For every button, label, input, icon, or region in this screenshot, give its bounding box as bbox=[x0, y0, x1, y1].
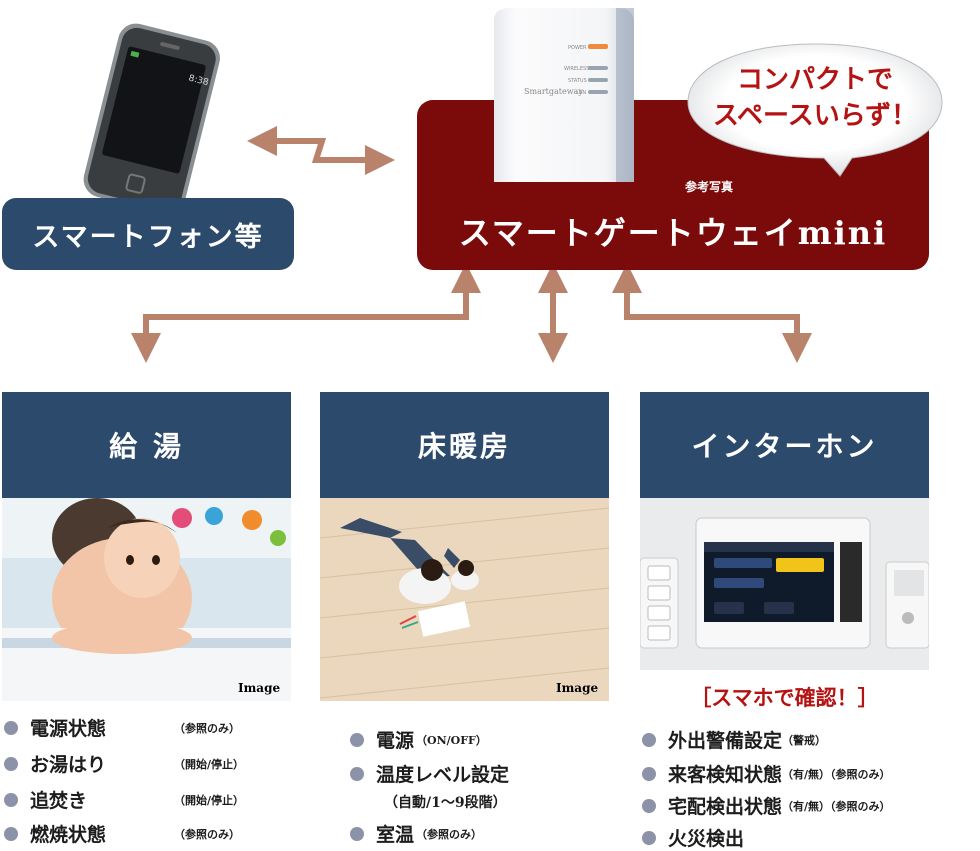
gateway-intercom-arrow bbox=[612, 263, 812, 363]
bullet-icon bbox=[4, 756, 18, 771]
smartphone-icon: 8:38 bbox=[83, 23, 220, 214]
list-item: 火災検出 bbox=[642, 824, 744, 851]
bullet-icon bbox=[350, 732, 364, 747]
phone-screen-time: 8:38 bbox=[187, 74, 209, 89]
svg-text:WIRELESS: WIRELESS bbox=[564, 66, 589, 72]
svg-text:POWER: POWER bbox=[568, 45, 587, 51]
bath-image-tag: Image bbox=[238, 681, 280, 695]
bullet-icon bbox=[4, 826, 18, 841]
bullet-icon bbox=[4, 720, 18, 735]
column-kyuto-header: 給 湯 bbox=[2, 392, 291, 498]
intercom-photo bbox=[640, 498, 929, 670]
list-item: 室温 （参照のみ） bbox=[350, 820, 482, 847]
bubble-text: コンパクトで スペースいらず！ bbox=[712, 65, 918, 131]
bullet-icon bbox=[350, 766, 364, 781]
device-brand: Smartgateway bbox=[524, 87, 583, 96]
bullet-icon bbox=[4, 792, 18, 807]
list-item: 温度レベル設定 bbox=[350, 760, 509, 787]
floor-heating-photo: Image bbox=[320, 498, 609, 701]
list-item: 宅配検出状態 （有/無）（参照のみ） bbox=[642, 792, 891, 819]
intercom-confirm-label: ［スマホで確認！］ bbox=[690, 685, 879, 710]
column-intercom-list: 外出警備設定 （警戒） 来客検知状態 （有/無）（参照のみ） 宅配検出状態 （有… bbox=[642, 726, 942, 850]
speech-bubble bbox=[687, 43, 943, 177]
bath-photo: Image bbox=[2, 498, 291, 701]
svg-text:STATUS: STATUS bbox=[568, 78, 587, 84]
column-floor-header: 床暖房 bbox=[320, 392, 609, 498]
bullet-icon bbox=[642, 830, 656, 845]
smartphone-label: スマートフォン等 bbox=[2, 198, 294, 270]
list-item: 電源 （ON/OFF） bbox=[350, 726, 487, 753]
column-kyuto-list: 電源状態 （参照のみ） お湯はり （開始/停止） 追焚き （開始/停止） 燃焼状… bbox=[4, 714, 294, 847]
bullet-icon bbox=[350, 826, 364, 841]
gateway-kyuto-arrow bbox=[131, 263, 481, 363]
bullet-icon bbox=[642, 798, 656, 813]
list-item: 燃焼状態 bbox=[4, 820, 106, 847]
bullet-icon bbox=[642, 732, 656, 747]
gateway-device-icon: POWER WIRELESS STATUS LAN Smartgateway bbox=[494, 8, 634, 182]
list-item: 外出警備設定 （警戒） bbox=[642, 726, 826, 753]
floor-image-tag: Image bbox=[556, 681, 598, 695]
list-item: 追焚き bbox=[4, 786, 87, 813]
list-item: 電源状態 bbox=[4, 714, 106, 741]
list-item: 来客検知状態 （有/無）（参照のみ） bbox=[642, 760, 891, 787]
column-floor-list: 電源 （ON/OFF） 温度レベル設定 （自動/1〜9段階） 室温 （参照のみ） bbox=[350, 726, 640, 847]
bullet-icon bbox=[642, 766, 656, 781]
svg-text:LAN: LAN bbox=[576, 90, 586, 96]
gateway-photo-note: 参考写真 bbox=[684, 180, 733, 194]
gateway-title: スマートゲートウェイmini bbox=[458, 214, 888, 252]
phone-gateway-arrow bbox=[247, 126, 395, 175]
column-intercom-header: インターホン bbox=[640, 392, 929, 498]
list-item: お湯はり bbox=[4, 750, 106, 777]
